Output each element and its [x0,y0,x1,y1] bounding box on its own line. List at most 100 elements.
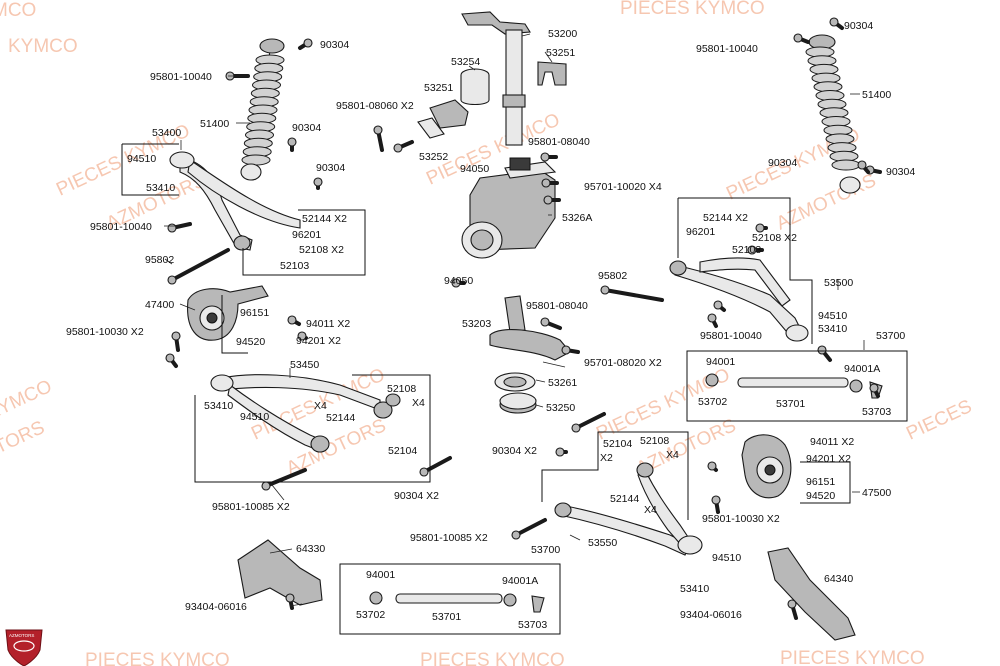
part-number-label: 94001A [844,363,880,375]
part-number-label: 94001 [366,569,395,581]
part-number-label: 53500 [824,277,853,289]
part-number-label: 95802 [598,270,627,282]
bolt-head [713,300,723,310]
part-number-label: 53410 [146,182,175,194]
part-number-label: 95801-08040 [528,136,590,148]
part-number-label: 53703 [862,406,891,418]
tie-rod-right [705,373,883,399]
part-number-label: 94510 [712,552,741,564]
part-number-label: 52144 [326,412,355,424]
part-number-label: 90304 [292,122,321,134]
watermark-kymco: MCO [0,0,36,21]
part-number-label: 93404-06016 [185,601,247,613]
bolt-head [313,177,323,187]
labels-center: 53200 53254 53251 53251 95801-08060 X2 5… [336,28,853,631]
bolt-head [303,38,313,48]
part-number-label: 53450 [290,359,319,371]
bolt [603,288,664,302]
bolt-head [793,33,803,43]
labels-right: 90304 95801-10040 51400 90304 90304 5214… [598,20,915,525]
part-number-label: 53703 [518,619,547,631]
part-number-label: 52144 [610,493,639,505]
lower-right-bracket [767,547,856,641]
part-number-label: 90304 [844,20,873,32]
part-number-label: 52103 [732,244,761,256]
watermark-kymco: PIECES KYMCO [420,650,565,666]
part-number-label: 53410 [818,323,847,335]
bolt-head [419,467,429,477]
steering-column-assembly [417,11,571,414]
bolt-head [817,345,827,355]
part-number-label: 64340 [824,573,853,585]
azmotors-logo: AZMOTORS [5,629,43,666]
bolt-head [540,317,550,327]
part-number-label: 93404-06016 [680,609,742,621]
part-number-label: 51400 [862,89,891,101]
bolt-head [707,313,717,323]
part-number-label: 90304 [886,166,915,178]
bolt-head [261,481,271,491]
bolt-head [707,461,717,471]
watermark-kymco: PIECES KYMCO [85,650,230,666]
part-number-label: 53410 [680,583,709,595]
part-number-label: 64330 [296,543,325,555]
part-number-label: 95801-08040 [526,300,588,312]
part-number-label: 52104 [388,445,417,457]
bolt [574,412,606,430]
part-number-label: 53701 [432,611,461,623]
part-number-label: 94011 X2 [306,318,350,330]
watermark-azmotors: OTORS [0,417,48,464]
bolt-head [171,331,181,341]
part-number-label: 53702 [698,396,727,408]
bolt-head [287,137,297,147]
part-number-label: 95801-10085 X2 [212,501,290,513]
part-number-label: 90304 [768,157,797,169]
bolt-head [297,331,307,341]
bolt [264,468,307,488]
labels-left: 90304 95801-10040 51400 90304 90304 5340… [66,39,439,613]
bolt-head [600,285,610,295]
part-number-label: 53252 [419,151,448,163]
bolt-head [829,17,839,27]
watermark-kymco: KYMCO [8,36,78,57]
part-number-label: 94001 [706,356,735,368]
part-number-label: 53251 [424,82,453,94]
part-number-label: 52108 [387,383,416,395]
bolt-head [541,178,551,188]
bolt [514,518,547,537]
part-number-label: 95801-10030 X2 [702,513,780,525]
part-number-label: 5326A [562,212,592,224]
part-number-label: 53250 [546,402,575,414]
part-number-label: 95801-10040 [700,330,762,342]
bolt-head [540,152,550,162]
part-number-label: 53261 [548,377,577,389]
part-number-label: 53701 [776,398,805,410]
part-number-label: 53200 [548,28,577,40]
part-number-label: 94050 [444,275,473,287]
part-number-label: 53400 [152,127,181,139]
part-number-label: 94201 X2 [806,453,851,465]
part-number-label: 95801-10030 X2 [66,326,144,338]
part-number-label: 90304 X2 [394,490,439,502]
bolt-head [285,593,295,603]
bolt-head [167,223,177,233]
bolt-head [165,353,175,363]
part-number-label: 95801-10040 [90,221,152,233]
part-number-label: X4 [314,400,327,412]
bolt-head [543,195,553,205]
watermark-kymco: PIECES KYMCO [780,648,925,666]
bolt-head [571,423,581,433]
part-number-label: 53700 [876,330,905,342]
part-number-label: 95802 [145,254,174,266]
part-number-label: 53700 [531,544,560,556]
part-number-label: 94510 [240,411,269,423]
right-steering-knuckle [741,434,792,499]
part-number-label: 94510 [818,310,847,322]
left-lower-a-arm [210,374,401,453]
part-number-label: 52108 X2 [299,244,344,256]
part-number-label: 94011 X2 [810,436,854,448]
right-lower-a-arm [554,462,703,556]
bolt-head [451,278,461,288]
part-number-label: 53410 [204,400,233,412]
